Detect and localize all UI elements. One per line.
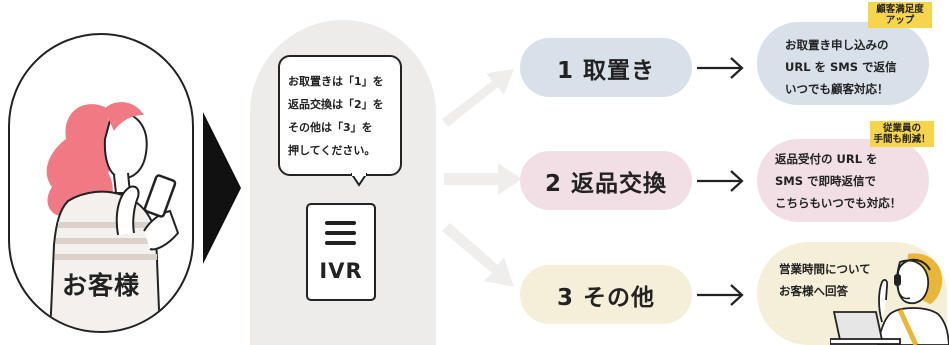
arrow-down-icon bbox=[442, 223, 514, 287]
customer-label: お客様 bbox=[61, 271, 140, 300]
server-line bbox=[325, 241, 356, 245]
badge-line: 従業員の bbox=[882, 123, 921, 134]
option-1-pill: 1 取置き bbox=[520, 38, 692, 97]
server-icon bbox=[325, 221, 356, 225]
result-line: 営業時間について bbox=[779, 262, 871, 276]
arrow-right-icon bbox=[697, 57, 744, 79]
bubble-tail-icon bbox=[351, 173, 367, 187]
result-line: URL を SMS で返信 bbox=[785, 60, 897, 74]
badge-customer-satisfaction: 顧客満足度 アップ bbox=[868, 2, 932, 28]
server-line bbox=[325, 231, 356, 235]
customer-woman-phone-illustration bbox=[46, 102, 180, 331]
result-1-pill: お取置き申し込みの URL を SMS で返信 いつでも顧客対応！ bbox=[757, 22, 929, 105]
result-line: いつでも顧客対応！ bbox=[785, 82, 889, 96]
badge-line: 手間も削減！ bbox=[873, 134, 931, 145]
result-2-pill: 返品受付の URL を SMS で即時返信で こちらもいつでも対応！ bbox=[757, 139, 929, 222]
arrow-right-icon bbox=[697, 170, 744, 192]
arrow-right-icon bbox=[697, 284, 744, 306]
bubble-line: その他は「3」を bbox=[288, 121, 373, 134]
option-2-pill: 2 返品交換 bbox=[520, 151, 692, 210]
bubble-line: お取置きは「1」を bbox=[288, 75, 384, 88]
result-line: SMS で即時返信で bbox=[775, 174, 877, 188]
result-line: お客様へ回答 bbox=[779, 284, 848, 298]
flow-arrow-icon bbox=[203, 112, 241, 264]
operator-headset-illustration bbox=[830, 253, 949, 345]
customer-pill bbox=[8, 33, 194, 333]
branch-arrows bbox=[442, 69, 522, 287]
badge-line: アップ bbox=[885, 15, 915, 26]
option-3-pill: 3 その他 bbox=[520, 265, 692, 324]
ivr-label: IVR bbox=[319, 259, 363, 283]
result-line: 返品受付の URL を bbox=[775, 152, 878, 166]
ivr-speech-bubble: お取置きは「1」を 返品交換は「2」を その他は「3」を 押してください。 bbox=[278, 55, 402, 176]
result-line: こちらもいつでも対応！ bbox=[775, 196, 902, 210]
arrow-up-icon bbox=[442, 69, 514, 127]
badge-line: 顧客満足度 bbox=[876, 4, 924, 15]
bubble-line: 返品交換は「2」を bbox=[288, 98, 384, 111]
ivr-server: IVR bbox=[306, 203, 376, 301]
arrow-right-icon bbox=[444, 163, 522, 195]
bubble-line: 押してください。 bbox=[288, 144, 376, 157]
result-line: お取置き申し込みの bbox=[785, 38, 889, 52]
badge-staff-effort: 従業員の 手間も削減！ bbox=[870, 121, 934, 147]
